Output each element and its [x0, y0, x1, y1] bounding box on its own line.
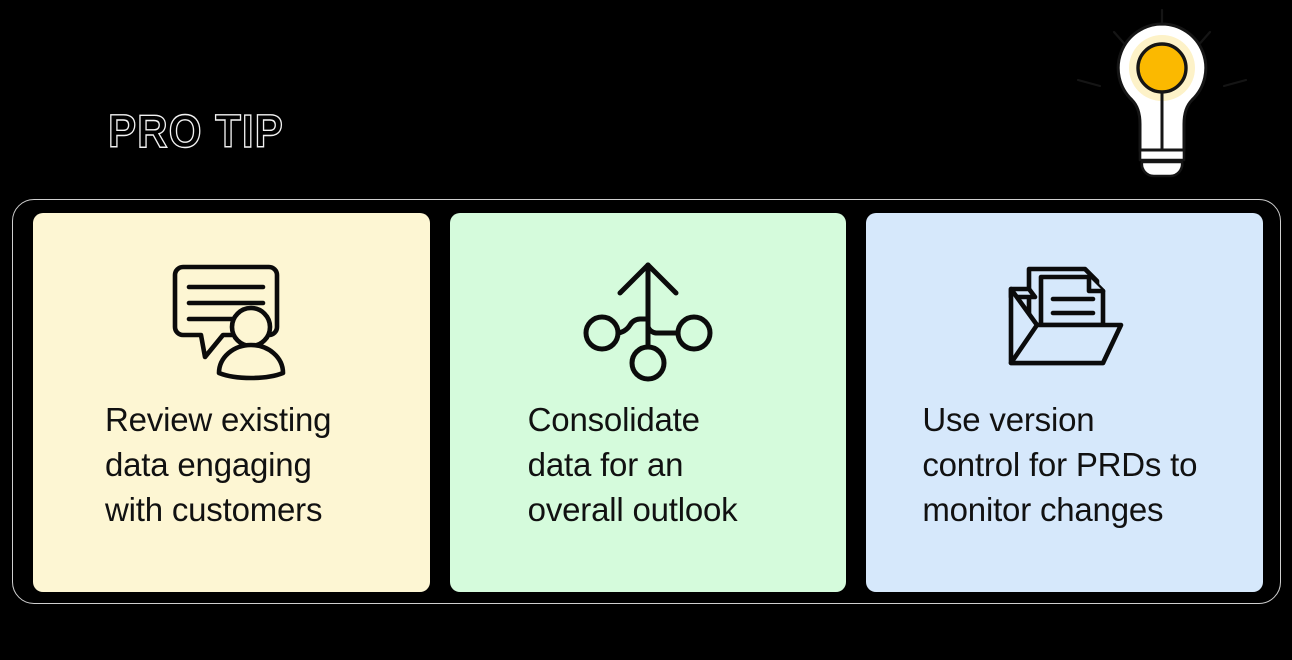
lightbulb-icon [1062, 2, 1262, 202]
page-title: PRO TIP [107, 105, 284, 157]
lightbulb-core-icon [1136, 42, 1188, 94]
tip-card-text: Use version control for PRDs to monitor … [922, 401, 1198, 528]
tip-card-review-data[interactable]: Review existing data engaging with custo… [33, 213, 430, 592]
lightbulb-base-icon [1138, 148, 1186, 178]
merge-arrow-icon [583, 262, 713, 382]
tip-card-version-control[interactable]: Use version control for PRDs to monitor … [866, 213, 1264, 592]
tip-card-text: Consolidate data for an overall outlook [527, 401, 738, 528]
tip-card-consolidate-data[interactable]: Consolidate data for an overall outlook [449, 213, 847, 592]
content-panel [12, 199, 1281, 604]
tips-card-row: Review existing data engaging with custo… [33, 213, 1264, 592]
tip-card-text: Review existing data engaging with custo… [105, 401, 332, 528]
folder-documents-icon [1008, 266, 1123, 366]
chat-bubble-person-icon [173, 264, 286, 381]
